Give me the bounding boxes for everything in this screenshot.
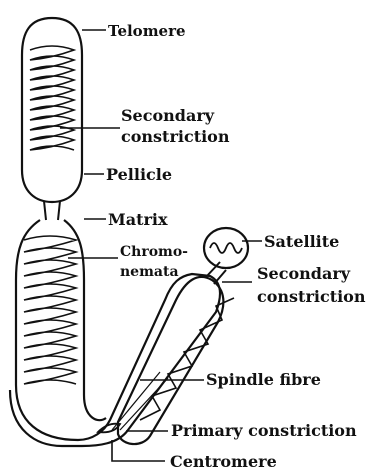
label-chromonemata-line2: nemata xyxy=(120,264,179,280)
secondary-constriction-left xyxy=(44,201,60,220)
label-secondary-constriction-2-line1: Secondary xyxy=(257,264,351,283)
label-satellite: Satellite xyxy=(264,232,339,251)
label-primary-constriction: Primary constriction xyxy=(171,421,357,440)
label-spindle-fibre: Spindle fibre xyxy=(206,370,321,389)
satellite-coils xyxy=(210,243,242,253)
label-secondary-constriction-2-line2: constriction xyxy=(257,287,366,306)
label-chromonemata-line1: Chromo- xyxy=(120,244,188,260)
label-pellicle: Pellicle xyxy=(106,165,172,184)
label-centromere: Centromere xyxy=(170,452,277,471)
chromonemata-upper xyxy=(30,46,74,150)
right-arm-pellicle xyxy=(118,277,223,444)
chromonemata-right xyxy=(140,298,234,420)
label-secondary-constriction-1-line1: Secondary xyxy=(121,106,215,125)
label-secondary-constriction-1-line2: constriction xyxy=(121,127,230,146)
label-telomere: Telomere xyxy=(108,22,186,40)
label-matrix: Matrix xyxy=(108,210,168,229)
